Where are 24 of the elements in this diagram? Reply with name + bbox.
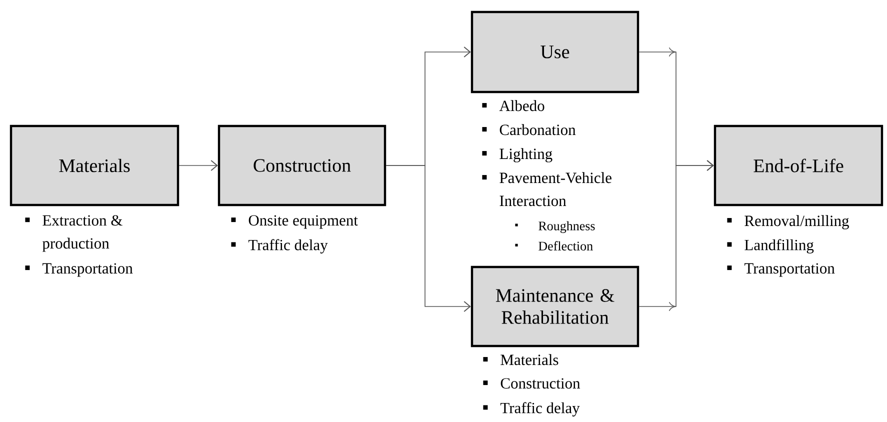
bullet-item: Traffic delay (231, 239, 328, 254)
arrow (178, 160, 218, 171)
process-box: Materials (10, 124, 180, 206)
bullet-item: Removal/milling (727, 215, 849, 230)
bullet-item: Onsite equipment (231, 215, 358, 229)
process-box: End-of-Life (714, 124, 884, 206)
bullet-item: Deflection (515, 241, 593, 250)
bullet-item: Landfilling (727, 239, 814, 254)
bullet-item: Transportation (25, 263, 133, 277)
bullet-item: Carbonation (482, 124, 576, 136)
bullet-item: Traffic delay (483, 402, 580, 416)
process-box: Construction (218, 124, 386, 206)
arrow (386, 165, 471, 312)
bullet-item: Extraction & production (25, 215, 122, 252)
bullet-item: Lighting (482, 148, 552, 162)
bullet-item: Pavement-Vehicle Interaction (482, 172, 612, 206)
bullet-item: Roughness (515, 221, 595, 234)
bullet-item: Transportation (727, 263, 835, 277)
arrow (638, 160, 714, 311)
bullet-item: Albedo (482, 100, 544, 112)
process-box: Use (470, 10, 640, 94)
bullet-item: Construction (483, 378, 580, 389)
bullet-item: Materials (483, 354, 558, 366)
process-box: Maintenance & Rehabilitation (470, 266, 640, 348)
